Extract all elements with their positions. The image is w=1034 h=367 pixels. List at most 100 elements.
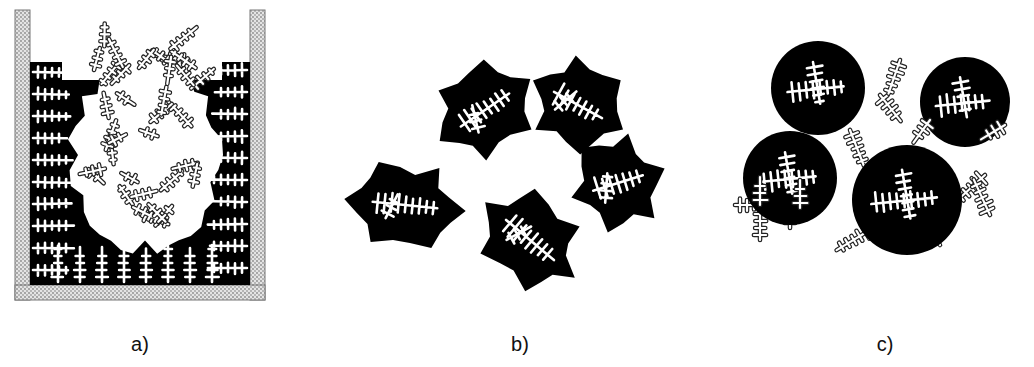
dendrite-fill: [972, 179, 993, 215]
white-dendrite: [469, 105, 484, 132]
white-dendrite: [118, 249, 130, 282]
dendrite-fill: [149, 204, 166, 222]
dendrite-fragment: [480, 189, 579, 291]
white-dendrite: [33, 220, 74, 231]
dendrite-outline: [112, 65, 130, 84]
white-dendrite: [211, 63, 247, 76]
white-dendrite: [593, 171, 643, 199]
dendrite-fill: [165, 57, 175, 84]
dendrite-outline: [91, 48, 102, 70]
dendrite-outline: [109, 134, 126, 145]
white-dendrite: [212, 108, 247, 120]
white-dendrite: [211, 152, 247, 164]
dendrite-outline: [177, 66, 194, 86]
dendrite-fill: [108, 39, 125, 67]
dendrite-fill: [754, 177, 768, 205]
white-dendrite: [140, 249, 152, 282]
dendrite-fill: [121, 173, 137, 183]
dendrite-fill: [877, 95, 901, 121]
dendrite-fill: [885, 60, 905, 94]
fragment-panel: [344, 56, 664, 292]
dendrite-fill: [102, 93, 113, 118]
white-dendrite: [208, 219, 247, 231]
crucible-bottom: [15, 285, 265, 300]
white-dendrite: [382, 194, 398, 218]
white-dendrite: [871, 191, 937, 211]
dendrite-outline: [914, 120, 933, 143]
dendrite-outline: [131, 189, 156, 200]
white-dendrite: [210, 174, 247, 185]
white-dendrite: [600, 173, 613, 202]
crucible-panel: [15, 10, 265, 300]
dendrite-outline: [885, 60, 905, 94]
dendrite-outline: [972, 179, 993, 215]
white-dendrite: [33, 198, 72, 211]
dendrite-fill: [914, 120, 933, 143]
dendrite-outline: [108, 39, 125, 67]
white-dendrite: [33, 154, 73, 165]
dendrite-outline: [981, 122, 1005, 140]
dendrite-fill: [91, 48, 102, 70]
dendrite-outline: [158, 87, 170, 115]
dendrite-fill: [190, 164, 200, 187]
panel-label: c): [877, 332, 894, 356]
globular-grain: [852, 145, 962, 255]
dendrite-outline: [190, 164, 200, 187]
dendrite-fill: [109, 134, 126, 145]
dendrite-fill: [140, 129, 157, 139]
white-dendrite: [33, 243, 74, 254]
dendrite-outline: [80, 164, 105, 175]
dendrite-outline: [149, 204, 166, 222]
dendrite-outline: [117, 93, 134, 105]
panel-label: a): [131, 332, 149, 356]
white-dendrite: [33, 133, 67, 143]
globule-panel: [735, 41, 1010, 255]
dendrite-fill: [139, 50, 154, 68]
dendrite-outline: [845, 130, 866, 166]
dendrite-outline: [170, 27, 196, 49]
panel-label: b): [511, 332, 529, 356]
white-dendrite: [215, 86, 247, 97]
white-dendrite: [208, 263, 247, 274]
liquid-core: [68, 55, 223, 254]
dendrite-fragment: [344, 162, 465, 248]
dendrite-outline: [102, 93, 113, 118]
dendrite-fill: [117, 93, 134, 105]
white-dendrite: [555, 92, 577, 111]
white-dendrite: [96, 247, 108, 282]
dendrite-outline: [140, 129, 157, 139]
white-dendrite: [807, 62, 824, 104]
white-dendrite: [184, 248, 196, 282]
white-dendrite: [33, 88, 69, 100]
dendrite-fragment: [439, 60, 532, 161]
white-dendrite: [213, 130, 247, 142]
crucible-wall: [250, 10, 265, 300]
globular-grain: [771, 41, 865, 135]
white-dendrite: [74, 247, 85, 282]
dendrite-fill: [112, 65, 130, 84]
dendrite-outline: [161, 171, 182, 190]
globular-grain: [743, 131, 837, 225]
dendrite-fill: [161, 171, 182, 190]
dendrite-outline: [794, 180, 808, 208]
white-dendrite: [33, 111, 70, 122]
globular-grain: [920, 57, 1010, 147]
white-dendrite: [206, 245, 219, 282]
dendrite-fill: [170, 27, 196, 49]
dendrite-fill: [981, 122, 1005, 140]
white-dendrite: [52, 246, 64, 282]
white-dendrite: [162, 246, 173, 282]
dendrite-fragment: [571, 133, 664, 232]
white-dendrite: [503, 216, 554, 261]
white-dendrite: [553, 84, 602, 120]
dendrite-outline: [121, 173, 137, 183]
white-dendrite: [953, 77, 971, 117]
dendrite-fill: [80, 164, 105, 175]
white-dendrite: [507, 227, 531, 244]
white-dendrite: [213, 196, 247, 207]
dendrite-outline: [877, 95, 901, 121]
dendrite-outline: [139, 50, 154, 68]
white-dendrite: [33, 67, 74, 79]
dendrite-outline: [165, 57, 175, 84]
